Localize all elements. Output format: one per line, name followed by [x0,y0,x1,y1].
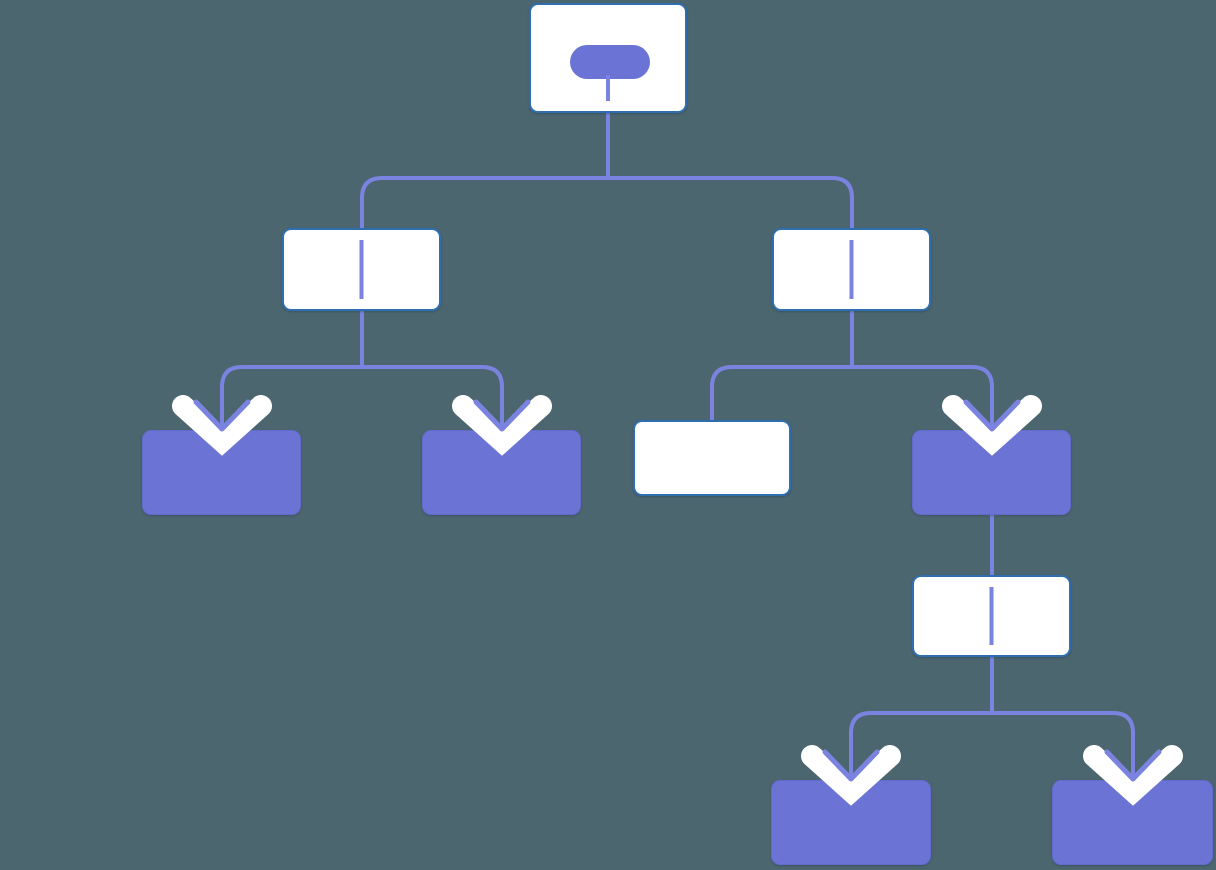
node-pill-badge [570,45,650,79]
diagram-node-n10[interactable] [1052,780,1213,865]
node-label [914,577,1069,655]
diagram-node-n1[interactable] [529,3,687,113]
diagram-node-n7[interactable] [912,430,1071,515]
diagram-node-n8[interactable] [912,575,1071,657]
diagram-node-n2[interactable] [282,228,441,311]
diagram-node-n9[interactable] [771,780,931,865]
node-label [1053,781,1212,864]
node-label [772,781,930,864]
node-label [284,230,439,309]
node-label [423,431,580,514]
node-label [143,431,300,514]
diagram-node-n6[interactable] [633,420,791,496]
node-label [635,422,789,494]
diagram-node-n4[interactable] [142,430,301,515]
diagram-node-n5[interactable] [422,430,581,515]
diagram-node-n3[interactable] [772,228,931,311]
node-label [913,431,1070,514]
node-label [774,230,929,309]
